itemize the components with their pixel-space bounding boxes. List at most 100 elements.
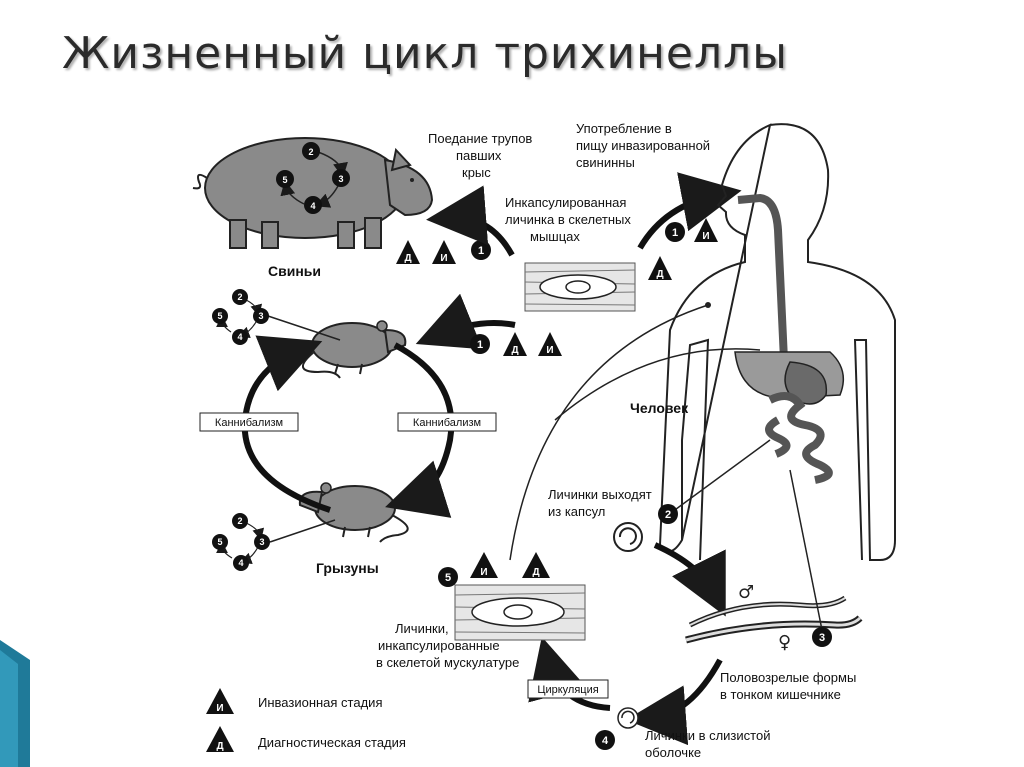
arrow-pig-to-rat [415,293,516,350]
svg-text:И: И [702,231,709,242]
mature-line2: в тонком кишечнике [720,687,841,702]
rat-top-stage-5: 5 [212,308,228,324]
encapsulated-larva-muscle-top [524,262,636,312]
svg-text:И: И [440,253,447,264]
pig-stage-2: 2 [302,142,320,160]
pig-stage-3: 3 [332,169,350,187]
pork-line2: пищу инвазированной [576,138,710,153]
pointer-worms [789,469,823,631]
rat-bottom-illustration [298,482,409,543]
larvae-exit-line2: из капсул [548,504,605,519]
left-accent-decoration [0,640,30,767]
svg-text:1: 1 [478,245,484,257]
rat-top-stage-3: 3 [253,308,269,324]
svg-text:Инвазионная стадия: Инвазионная стадия [258,695,382,710]
arrow-to-human [637,172,742,250]
pig-stage-5: 5 [276,170,294,188]
svg-text:1: 1 [672,227,678,239]
svg-text:5: 5 [445,572,451,584]
cannibalism-cycle-right [385,342,455,518]
cannibalism-box-left: Каннибализм [199,412,299,432]
svg-text:5: 5 [282,175,287,185]
rat-bottom-stage-3: 3 [254,534,270,550]
svg-text:Диагностическая стадия: Диагностическая стадия [258,735,406,750]
rodents-label: Грызуны [316,560,379,576]
human-silhouette [658,123,896,561]
svg-text:2: 2 [237,292,242,302]
mucosa-larva [617,707,639,729]
pig-invasive-marker: И [432,240,456,264]
encapsulated-line1: Инкапсулированная [505,195,626,210]
svg-text:3: 3 [258,311,263,321]
pigs-label: Свиньи [268,263,321,279]
pig-diagnostic-marker: Д [396,240,420,264]
svg-text:2: 2 [308,147,313,157]
eating-rats-line2: павших [456,148,502,163]
muscle-larvae-line3: в скелетой мускулатуре [376,655,519,670]
svg-text:2: 2 [237,516,242,526]
muscle-diagnostic-marker: Д [522,552,550,578]
larva-capsule [613,522,643,552]
svg-text:5: 5 [217,311,222,321]
rat-invasive-marker: И [538,332,562,356]
human-invasive-marker: И [694,218,718,242]
svg-text:4: 4 [238,558,243,568]
muscle-invasive-marker: И [470,552,498,578]
svg-text:Циркуляция: Циркуляция [537,684,598,696]
female-symbol: ♀ [778,632,791,653]
eating-rats-line3: крыс [462,165,491,180]
rat-top-illustration [302,320,407,379]
human-stage-3: 3 [812,627,832,647]
svg-text:4: 4 [602,735,609,747]
human-stage-4: 4 [595,730,615,750]
human-diagnostic-marker: Д [648,256,672,280]
human-stage-5: 5 [438,567,458,587]
arrow-to-mucosa [626,658,723,746]
muscle-larvae-line2: инкапсулированные [378,638,500,653]
larvae-exit-line1: Личинки выходят [548,487,652,502]
male-symbol: ♂ [738,582,754,603]
svg-text:3: 3 [819,632,825,644]
mucosa-line2: оболочке [645,745,701,760]
rat-stage-1: 1 [470,334,490,354]
rat-top-stage-2: 2 [232,289,248,305]
svg-text:5: 5 [217,537,222,547]
legend-diagnostic: Д Диагностическая стадия [206,726,406,752]
pointer-arm [554,348,761,421]
svg-text:Д: Д [216,741,223,752]
svg-text:3: 3 [338,174,343,184]
arrow-rat-to-pig [426,185,515,257]
svg-text:Д: Д [511,345,518,356]
pork-line1: Употребление в [576,121,672,136]
arrow-to-mature [653,542,726,617]
slide-title: Жизненный цикл трихинеллы [62,28,788,79]
svg-text:4: 4 [237,332,242,342]
mature-line1: Половозрелые формы [720,670,856,685]
rat-top-stage-4: 4 [232,329,248,345]
human-stage-1: 1 [665,222,685,242]
legend-invasive: И Инвазионная стадия [206,688,382,714]
pork-line3: свининны [576,155,635,170]
cannibalism-box-right: Каннибализм [397,412,497,432]
eating-rats-line1: Поедание трупов [428,131,532,146]
svg-text:Д: Д [404,253,411,264]
svg-text:И: И [216,703,223,714]
svg-text:Каннибализм: Каннибализм [215,417,283,429]
rat-diagnostic-marker: Д [503,332,527,356]
rat-bottom-stage-5: 5 [212,534,228,550]
svg-text:4: 4 [310,201,315,211]
rat-bottom-stage-2: 2 [232,513,248,529]
svg-text:Д: Д [656,269,663,280]
svg-text:3: 3 [259,537,264,547]
muscle-larvae-line1: Личинки, [395,621,449,636]
mature-worms [685,595,863,644]
svg-text:2: 2 [665,509,671,521]
rat-bottom-stage-4: 4 [233,555,249,571]
svg-text:1: 1 [477,339,483,351]
svg-text:И: И [480,567,487,578]
encapsulated-line3: мышцах [530,229,580,244]
pointer-intestine [667,439,771,516]
human-label: Человек [630,400,689,416]
human-stage-2: 2 [658,504,678,524]
